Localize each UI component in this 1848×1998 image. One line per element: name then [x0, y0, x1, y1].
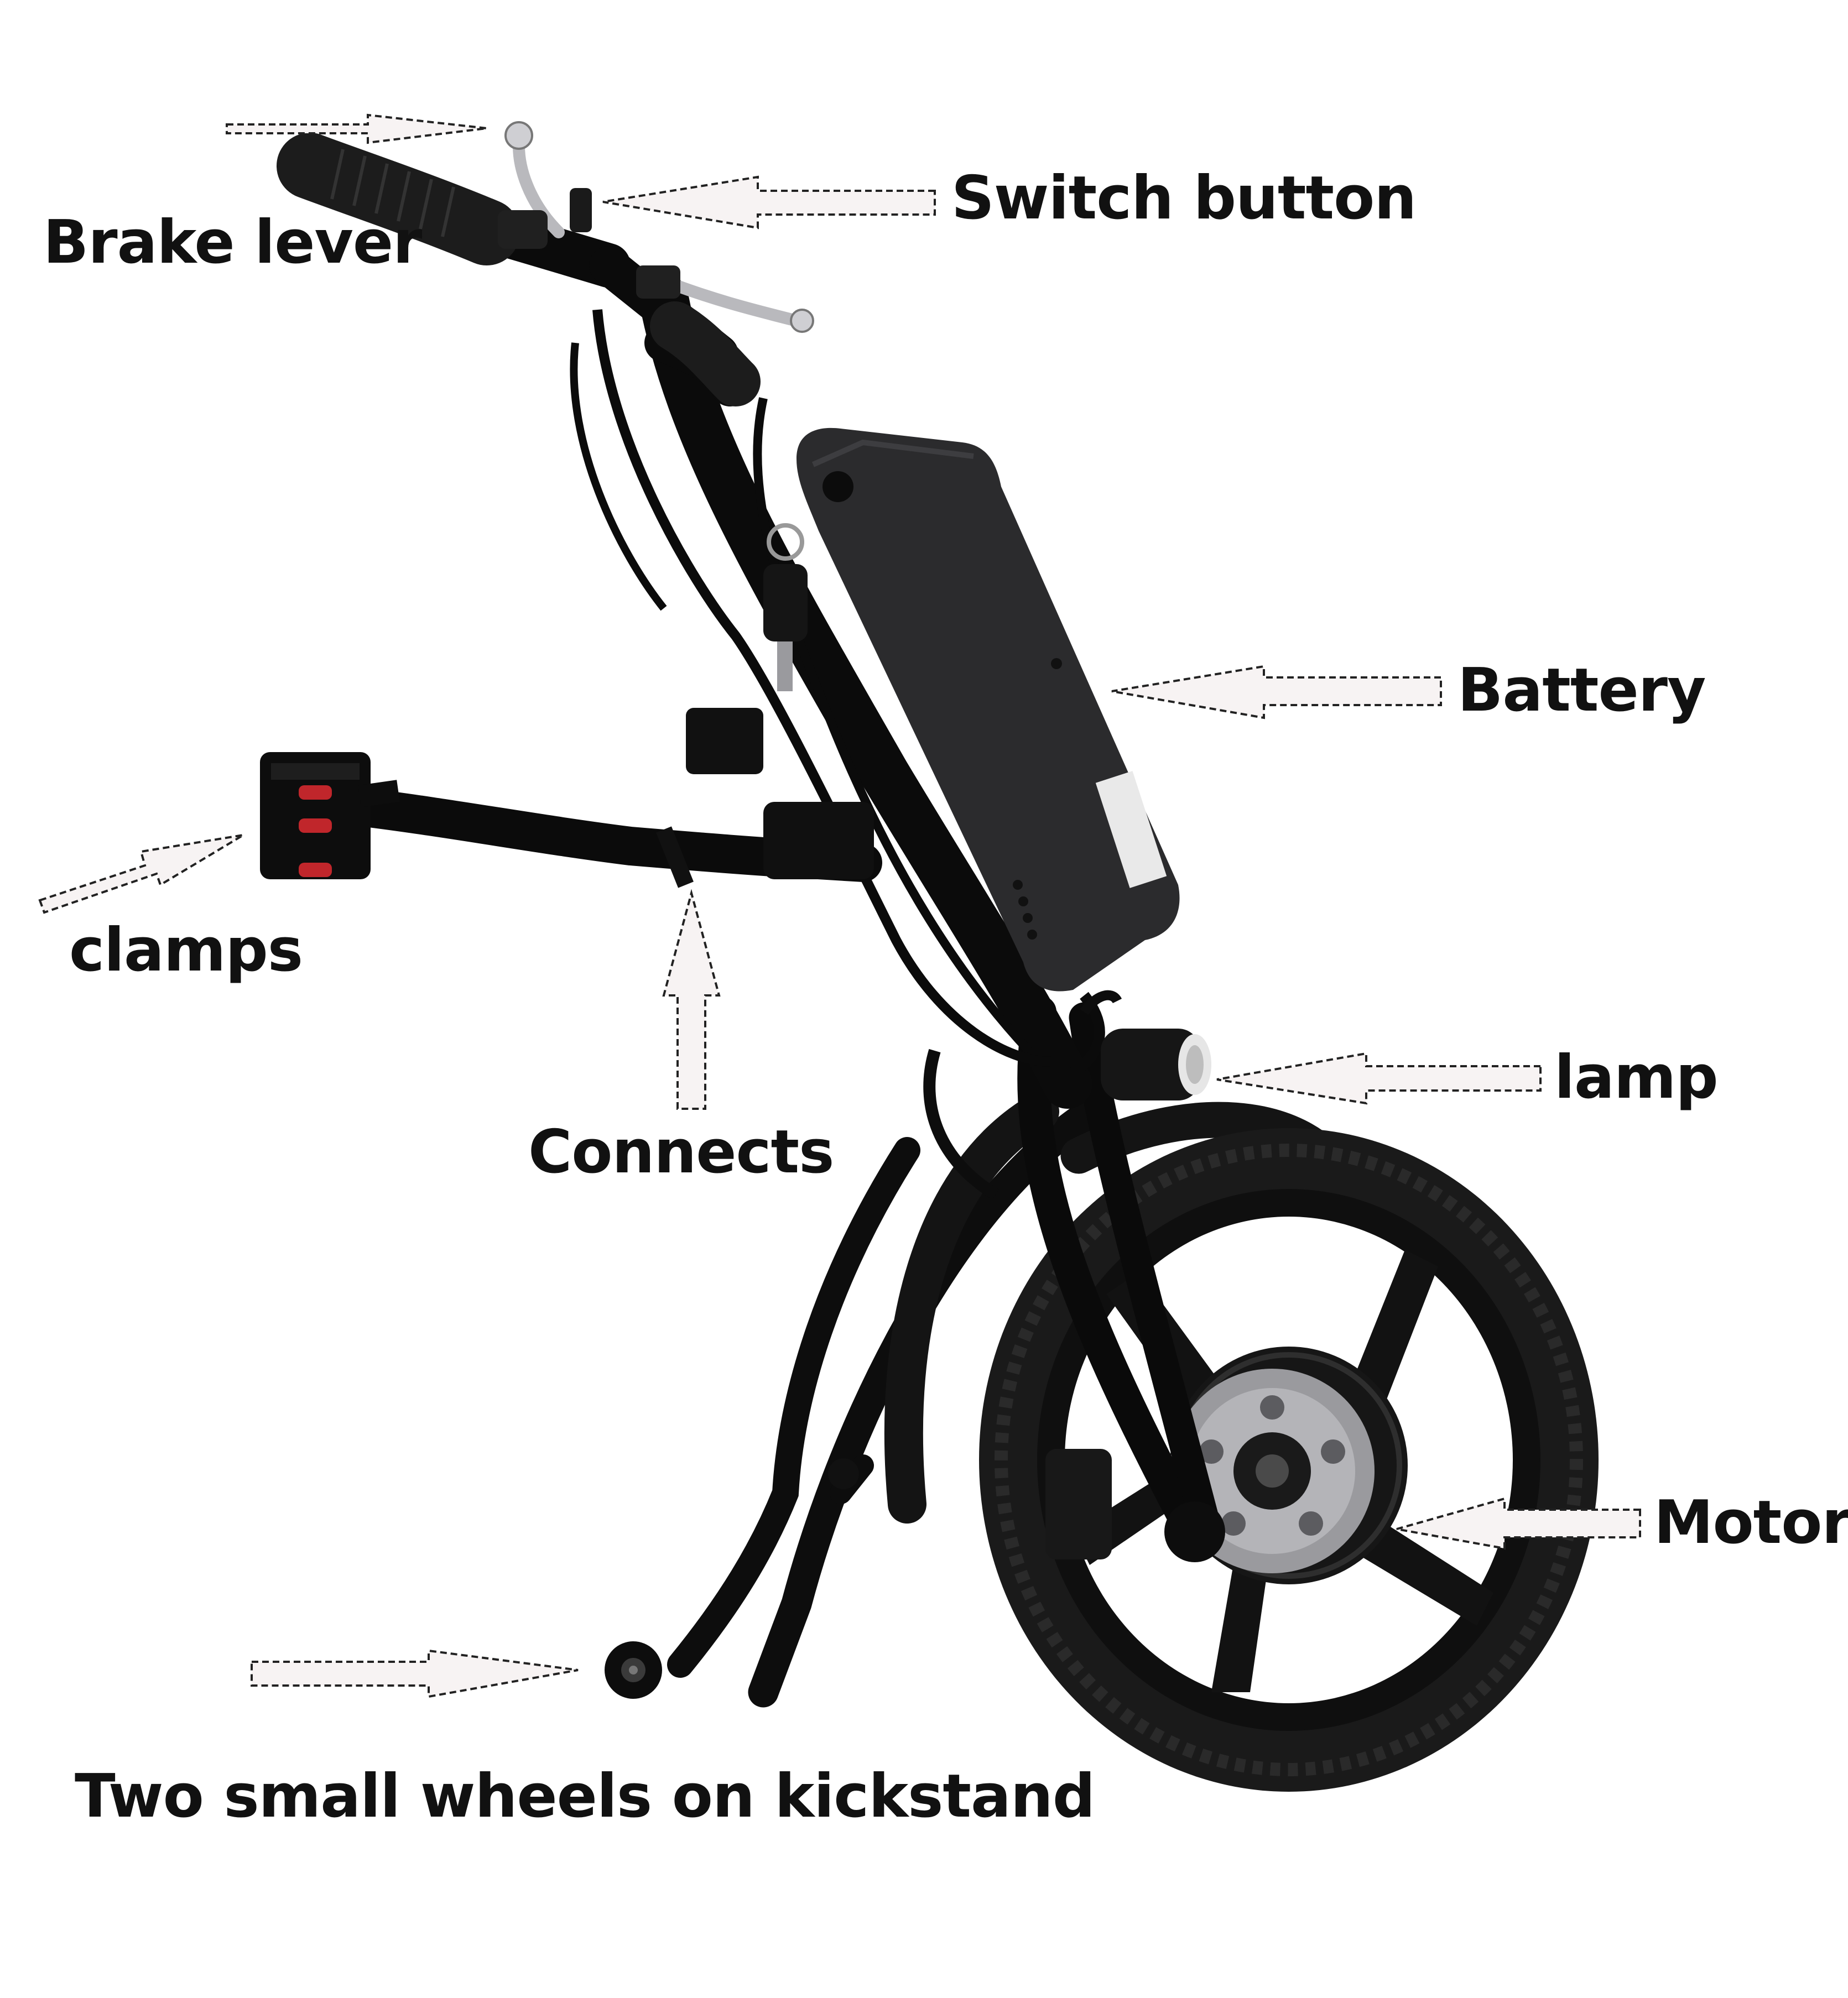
steering-column [570, 274, 1105, 1109]
front-lamp [1080, 990, 1211, 1100]
switch-button [570, 188, 592, 232]
brake-lever-arrow [226, 113, 487, 144]
switch-button-arrow [602, 175, 936, 229]
connects-label: Connects [528, 1118, 834, 1187]
switch-button-label: Switch button [951, 164, 1417, 233]
battery-label: Battery [1457, 656, 1706, 725]
clamp-block [260, 752, 400, 879]
brake-lever-group [498, 121, 814, 333]
mounting-arm [346, 708, 882, 888]
kickstand-wheel-arrow [251, 1649, 579, 1698]
kickstand-wheel [605, 1641, 662, 1699]
lamp-arrow [1216, 1052, 1542, 1105]
connects-arrow [662, 889, 721, 1110]
handcycle-attachment [260, 121, 1599, 1792]
fork [923, 995, 1225, 1562]
clamps-arrow [38, 834, 244, 914]
battery-arrow [1111, 665, 1442, 719]
callout-arrows [38, 113, 1641, 1698]
motor-label: Motor [1654, 1488, 1848, 1557]
battery-pack [797, 427, 1180, 992]
brake-disc [1170, 1369, 1375, 1573]
lamp-label: lamp [1554, 1043, 1719, 1112]
battery-key [763, 523, 808, 691]
brake-lever-label: Brake lever [43, 208, 422, 277]
kickstand-wheels-label: Two small wheels on kickstand [75, 1762, 1095, 1831]
motor-arrow [1396, 1497, 1641, 1550]
clamps-label: clamps [69, 916, 303, 985]
